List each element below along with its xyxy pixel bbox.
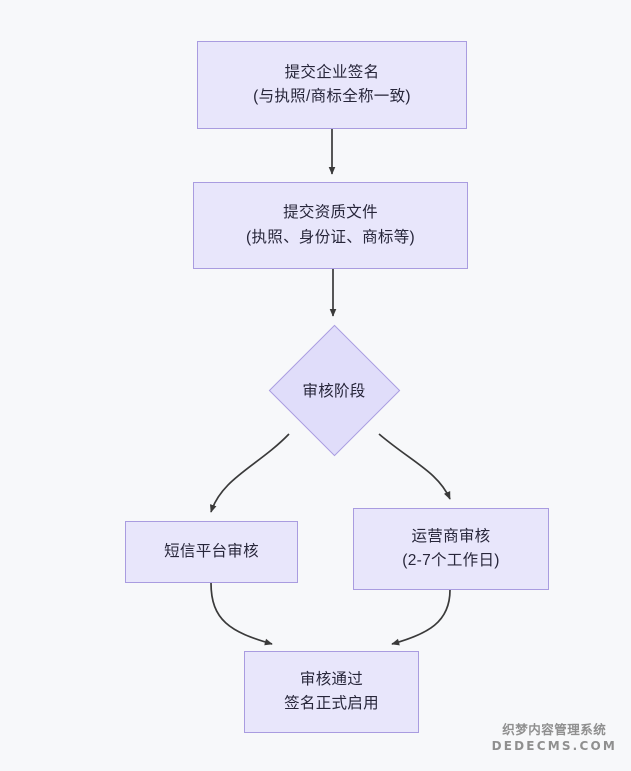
watermark-en: DEDECMS.COM: [491, 739, 617, 753]
node-submit-documents-line-2: (执照、身份证、商标等): [246, 228, 415, 246]
node-sms-platform-review[interactable]: 短信平台审核: [125, 521, 298, 583]
edge-carrier-to-approved: [391, 589, 451, 646]
node-approved-activated-line-1: 审核通过: [299, 670, 364, 688]
node-sms-platform-review-line-1: 短信平台审核: [164, 542, 259, 560]
watermark: 织梦内容管理系统 DEDECMS.COM: [492, 719, 617, 753]
node-approved-activated[interactable]: 审核通过 签名正式启用: [244, 651, 419, 733]
node-submit-documents-line-1: 提交资质文件: [283, 204, 378, 222]
node-carrier-review-line-1: 运营商审核: [411, 527, 491, 545]
node-carrier-review-line-2: (2-7个工作日): [402, 552, 500, 569]
node-approved-activated-line-2: 签名正式启用: [284, 695, 379, 712]
node-carrier-review[interactable]: 运营商审核 (2-7个工作日): [353, 508, 549, 590]
edge-sms-to-approved: [210, 582, 273, 646]
node-submit-signature-line-2: (与执照/商标全称一致): [253, 88, 411, 105]
node-review-stage[interactable]: 审核阶段: [268, 324, 400, 456]
watermark-cn: 织梦内容管理系统: [502, 722, 607, 737]
node-submit-signature-line-1: 提交企业签名: [284, 63, 380, 81]
node-submit-documents[interactable]: 提交资质文件 (执照、身份证、商标等): [193, 182, 468, 269]
node-review-stage-label: 审核阶段: [302, 383, 366, 400]
node-submit-signature[interactable]: 提交企业签名 (与执照/商标全称一致): [197, 41, 467, 129]
